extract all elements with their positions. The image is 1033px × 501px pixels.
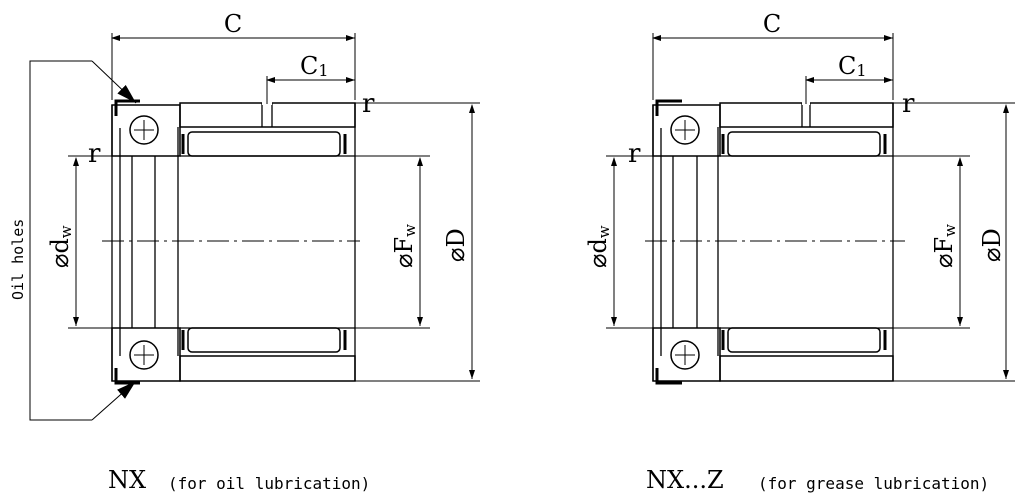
- left-dimensions: C C1 r r ⌀dw ⌀Fw ⌀D: [46, 10, 480, 382]
- right-bearing-view: [645, 99, 905, 385]
- dim-c-left: C: [224, 10, 242, 38]
- dim-d-left: ⌀D: [442, 228, 470, 262]
- dim-r-inner-right: r: [628, 139, 641, 169]
- dim-dw-left: ⌀dw: [46, 225, 75, 268]
- oil-holes-callout: Oil holes: [9, 60, 137, 421]
- caption-right-code: NX...Z: [646, 466, 724, 494]
- outer-ring-bottom-right: [719, 355, 894, 382]
- outer-ring-bottom: [179, 355, 356, 382]
- needle-roller-top: [187, 131, 341, 157]
- outer-ring-top-right: [719, 102, 894, 128]
- dim-fw-left: ⌀Fw: [390, 224, 419, 268]
- dim-r-outer-left: r: [362, 89, 375, 119]
- dim-fw-right: ⌀Fw: [930, 224, 959, 268]
- caption-left-note: (for oil lubrication): [168, 474, 370, 493]
- dim-r-inner-left: r: [88, 139, 101, 169]
- dim-r-outer-right: r: [902, 89, 915, 119]
- right-dimensions: C C1 r r ⌀dw ⌀Fw ⌀D: [584, 10, 1015, 382]
- cover-top-right: [655, 99, 682, 116]
- caption-right-note: (for grease lubrication): [758, 474, 989, 493]
- captions: NX (for oil lubrication) NX...Z (for gre…: [108, 466, 989, 494]
- dim-c-right: C: [763, 10, 781, 38]
- cover-bottom-right: [655, 368, 682, 385]
- caption-left-code: NX: [108, 466, 146, 494]
- cover-top: [114, 99, 140, 116]
- dim-dw-right: ⌀dw: [584, 225, 613, 268]
- dim-c1-right: C1: [838, 52, 867, 80]
- dim-d-right: ⌀D: [978, 228, 1006, 262]
- left-bearing-view: [102, 99, 360, 385]
- dim-c1-left: C1: [300, 52, 329, 80]
- needle-roller-bottom-right: [727, 327, 881, 353]
- outer-ring-top: [179, 102, 356, 128]
- needle-roller-bottom: [187, 327, 341, 353]
- oil-holes-label: Oil holes: [9, 219, 27, 300]
- needle-roller-top-right: [727, 131, 881, 157]
